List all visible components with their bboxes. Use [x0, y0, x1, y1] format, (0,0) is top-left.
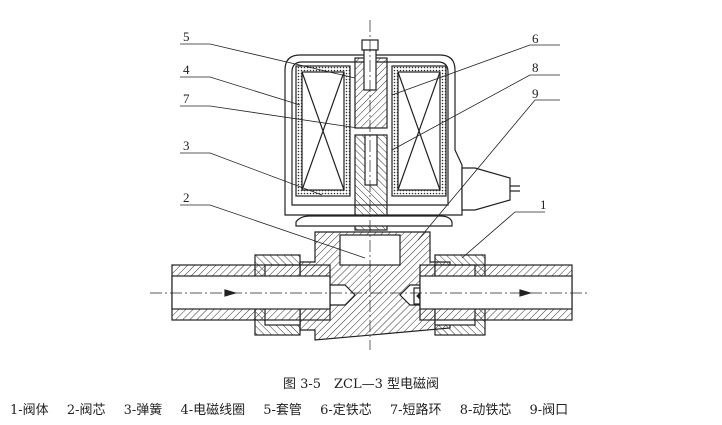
- part-label-2: 2: [183, 190, 190, 205]
- legend-item: 6-定铁芯: [320, 403, 372, 418]
- part-label-6: 6: [532, 31, 539, 46]
- leader-lines: [180, 43, 560, 259]
- parts-legend: 1-阀体 2-阀芯 3-弹簧 4-电磁线圈 5-套管 6-定铁芯 7-短路环 8…: [10, 399, 722, 418]
- legend-item: 2-阀芯: [66, 403, 106, 418]
- coil-right: [391, 65, 447, 197]
- part-label-1: 1: [540, 197, 547, 212]
- part-label-3: 3: [183, 138, 190, 153]
- connector: [461, 167, 511, 211]
- solenoid-valve-drawing: [150, 20, 590, 350]
- valve-body: [299, 231, 451, 341]
- legend-item: 7-短路环: [389, 403, 442, 418]
- legend-item: 4-电磁线圈: [180, 403, 246, 418]
- part-label-4: 4: [183, 62, 190, 77]
- part-label-8: 8: [532, 60, 539, 75]
- legend-item: 8-动铁芯: [459, 403, 512, 418]
- legend-item: 1-阀体: [10, 403, 49, 418]
- legend-item: 9-阀口: [529, 403, 569, 418]
- legend-item: 3-弹簧: [123, 403, 163, 418]
- coil-left: [295, 65, 351, 197]
- legend-item: 5-套管: [263, 403, 302, 418]
- part-label-5: 5: [183, 29, 190, 44]
- part-label-7: 7: [183, 91, 190, 106]
- part-label-9: 9: [532, 86, 539, 101]
- figure-caption: 图 3-5 ZCL—3 型电磁阀: [282, 377, 440, 392]
